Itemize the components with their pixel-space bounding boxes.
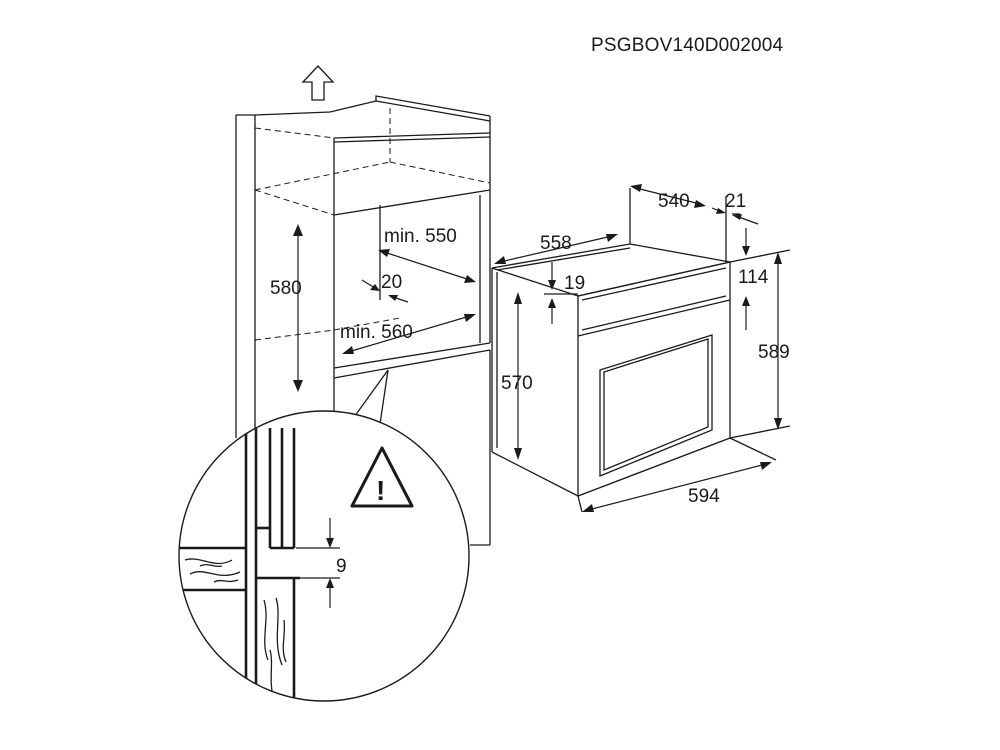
oven-overall-height-dimension: 589 — [729, 249, 791, 439]
oven-top-gap-dimension: 19 — [544, 262, 585, 324]
cabinet-height-dimension: 580 — [270, 224, 303, 392]
oven-panel-height-label: 114 — [738, 267, 769, 288]
detail-gap-label: 9 — [336, 556, 347, 577]
oven-width-dimension: 594 — [577, 437, 777, 513]
oven-width-label: 594 — [688, 486, 720, 507]
oven-top-gap-label: 19 — [564, 273, 585, 294]
product-code: PSGBOV140D002004 — [591, 35, 784, 56]
oven-depth-dimension: 558 — [494, 233, 618, 264]
oven-front-depth-label: 21 — [725, 191, 746, 212]
detail-circle: 9 — [178, 410, 470, 702]
warning-triangle-icon: ! — [350, 446, 414, 508]
cabinet-gap-dimension: 20 — [361, 272, 409, 303]
oven-height-label: 570 — [501, 373, 533, 394]
up-arrow-icon — [301, 65, 335, 101]
cabinet-min-width-dimension: min. 560 — [340, 314, 476, 354]
oven-panel-height-dimension: 114 — [738, 228, 769, 330]
oven-body-depth-dimension: 540 — [629, 184, 727, 262]
cabinet-min-depth-label: min. 550 — [384, 226, 457, 247]
oven — [491, 243, 731, 497]
detail-callout — [351, 369, 389, 425]
oven-overall-height-label: 589 — [758, 342, 790, 363]
cabinet-min-depth-dimension: min. 550 — [378, 226, 476, 283]
oven-height-dimension: 570 — [501, 292, 533, 460]
cabinet — [235, 95, 491, 546]
warning-glyph: ! — [376, 475, 385, 506]
oven-front-depth-dimension: 21 — [711, 191, 759, 225]
cabinet-height-label: 580 — [270, 278, 302, 299]
cabinet-gap-label: 20 — [381, 272, 402, 293]
cabinet-min-width-label: min. 560 — [340, 322, 413, 343]
oven-depth-label: 558 — [540, 233, 572, 254]
oven-body-depth-label: 540 — [658, 191, 690, 212]
